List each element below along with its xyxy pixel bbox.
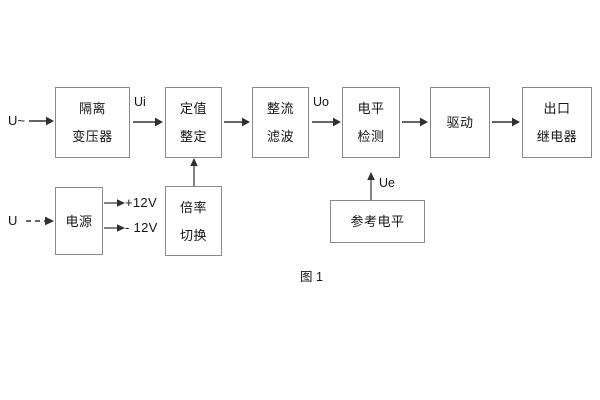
- block-level-detect[interactable]: 电平 检测: [342, 87, 400, 158]
- block-line: 倍率: [179, 199, 207, 215]
- block-line: 整流: [266, 101, 294, 116]
- block-line: 电平: [357, 101, 385, 116]
- dc-input-label: U: [8, 213, 18, 228]
- block-multiplier-switch[interactable]: 倍率 切换: [165, 186, 222, 256]
- arrow-setpoint-to-rectify: [224, 116, 251, 128]
- dc-input-arrow: [26, 215, 55, 227]
- block-line: 滤波: [266, 129, 294, 144]
- signal-label-ui: Ui: [134, 95, 146, 109]
- signal-label-ue: Ue: [379, 176, 395, 190]
- positive-rail-label: +12V: [125, 195, 157, 210]
- block-line: 隔离: [78, 101, 106, 116]
- block-line: 电源: [65, 213, 93, 229]
- block-line: 检测: [357, 129, 385, 144]
- arrow-driver-to-output-relay: [492, 116, 521, 128]
- block-line: 切换: [179, 227, 207, 243]
- block-line: 继电器: [536, 129, 578, 144]
- block-rectify-filter[interactable]: 整流 滤波: [252, 87, 309, 158]
- block-reference-level[interactable]: 参考电平: [330, 200, 425, 243]
- block-driver[interactable]: 驱动: [430, 87, 490, 158]
- signal-label-uo: Uo: [313, 95, 329, 109]
- figure-caption: 图 1: [300, 270, 323, 284]
- block-line: 变压器: [72, 129, 113, 144]
- arrow-multiplier-to-setpoint: [188, 158, 200, 187]
- ac-input-arrow: [29, 115, 55, 127]
- arrow-level-detect-to-driver: [402, 116, 429, 128]
- block-line: 驱动: [446, 115, 474, 130]
- block-line: 参考电平: [350, 214, 405, 229]
- block-line: 整定: [179, 129, 207, 144]
- arrow-rectify-to-level-detect: [312, 116, 342, 128]
- block-line: 定值: [179, 101, 207, 116]
- block-output-relay[interactable]: 出口 继电器: [522, 87, 592, 158]
- block-power-supply[interactable]: 电源: [55, 187, 103, 255]
- block-isolation-transformer[interactable]: 隔离 变压器: [55, 87, 130, 158]
- arrow-reference-to-level-detect: [365, 172, 377, 201]
- ac-input-label: U~: [8, 113, 25, 128]
- arrow-transformer-to-setpoint: [133, 116, 164, 128]
- block-setpoint-adjust[interactable]: 定值 整定: [165, 87, 222, 158]
- positive-rail-arrow: [104, 197, 126, 209]
- negative-rail-label: - 12V: [125, 220, 158, 235]
- negative-rail-arrow: [104, 222, 126, 234]
- block-line: 出口: [543, 101, 571, 116]
